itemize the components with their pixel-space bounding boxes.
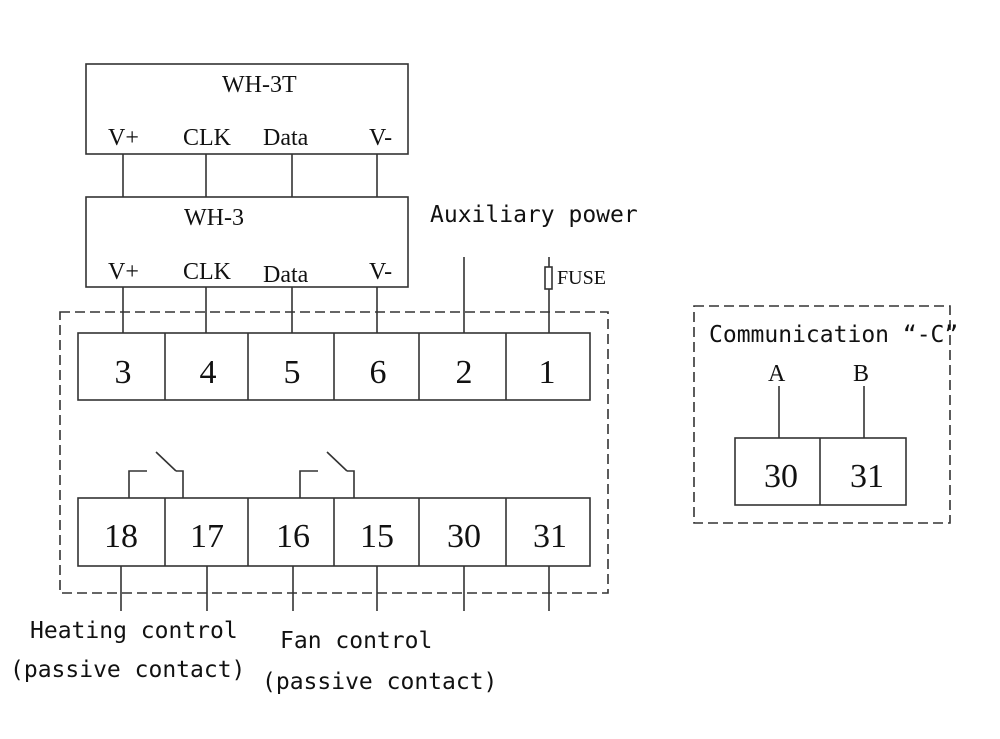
- terminal-30: 30: [447, 518, 481, 555]
- contact-left-leg: [299, 470, 318, 498]
- wires-wh3t-to-wh3: [122, 154, 378, 197]
- heating-control-label: Heating control: [30, 618, 238, 644]
- contact-switch-blade: [155, 451, 177, 472]
- terminal-4: 4: [200, 354, 217, 391]
- contact-right-leg: [176, 470, 184, 498]
- communication-terminal-31: 31: [850, 458, 884, 495]
- communication-enclosure: [693, 305, 951, 524]
- module-wh3t-title: WH-3T: [222, 72, 297, 98]
- module-wh3t-box: [85, 63, 409, 155]
- communication-title: Communication “-C”: [709, 322, 958, 348]
- communication-pin-b: B: [853, 361, 869, 387]
- communication-pin-a: A: [768, 361, 786, 387]
- terminal-15: 15: [360, 518, 394, 555]
- wires-bottom-out: [120, 566, 550, 611]
- fan-control-label: Fan control: [280, 628, 432, 654]
- terminal-18: 18: [104, 518, 138, 555]
- terminal-16: 16: [276, 518, 310, 555]
- heating-control-sublabel: (passive contact): [10, 657, 245, 683]
- module-wh3-pin-vplus: V+: [108, 259, 139, 285]
- terminal-1: 1: [539, 354, 556, 391]
- terminal-row-top: 3 4 5 6 2 1: [77, 332, 591, 401]
- terminal-31: 31: [533, 518, 567, 555]
- auxiliary-power-label: Auxiliary power: [430, 202, 638, 228]
- contact-switch-blade: [326, 451, 348, 472]
- module-wh3-pin-data: Data: [263, 262, 309, 288]
- module-wh3t-pin-vplus: V+: [108, 125, 139, 151]
- module-wh3-title: WH-3: [184, 205, 244, 231]
- contact-left-leg: [128, 470, 147, 498]
- module-wh3-box: [85, 196, 409, 288]
- module-wh3-pin-vminus: V-: [369, 259, 392, 285]
- fan-control-sublabel: (passive contact): [262, 669, 497, 695]
- module-wh3: WH-3 V+ CLK Data V-: [85, 196, 409, 288]
- contact-right-leg: [347, 470, 355, 498]
- terminal-5: 5: [284, 354, 301, 391]
- communication-terminal-30: 30: [764, 458, 798, 495]
- module-wh3t: WH-3T V+ CLK Data V-: [85, 63, 409, 155]
- terminal-3: 3: [115, 354, 132, 391]
- terminal-row-bottom: 18 17 16 15 30 31: [77, 497, 591, 567]
- module-wh3t-pin-vminus: V-: [369, 125, 392, 151]
- module-wh3-pin-clk: CLK: [183, 259, 232, 285]
- fuse-icon: [544, 266, 553, 290]
- terminal-2: 2: [456, 354, 473, 391]
- module-wh3t-pin-clk: CLK: [183, 125, 232, 151]
- fan-relay-contact-icon: [299, 451, 355, 498]
- terminal-17: 17: [190, 518, 224, 555]
- heating-relay-contact-icon: [128, 451, 184, 498]
- controller-enclosure: [59, 311, 609, 594]
- module-wh3t-pin-data: Data: [263, 125, 309, 151]
- terminal-6: 6: [370, 354, 387, 391]
- fuse-label: FUSE: [557, 267, 606, 289]
- communication-block: Communication “-C” A B 30 31: [693, 305, 958, 524]
